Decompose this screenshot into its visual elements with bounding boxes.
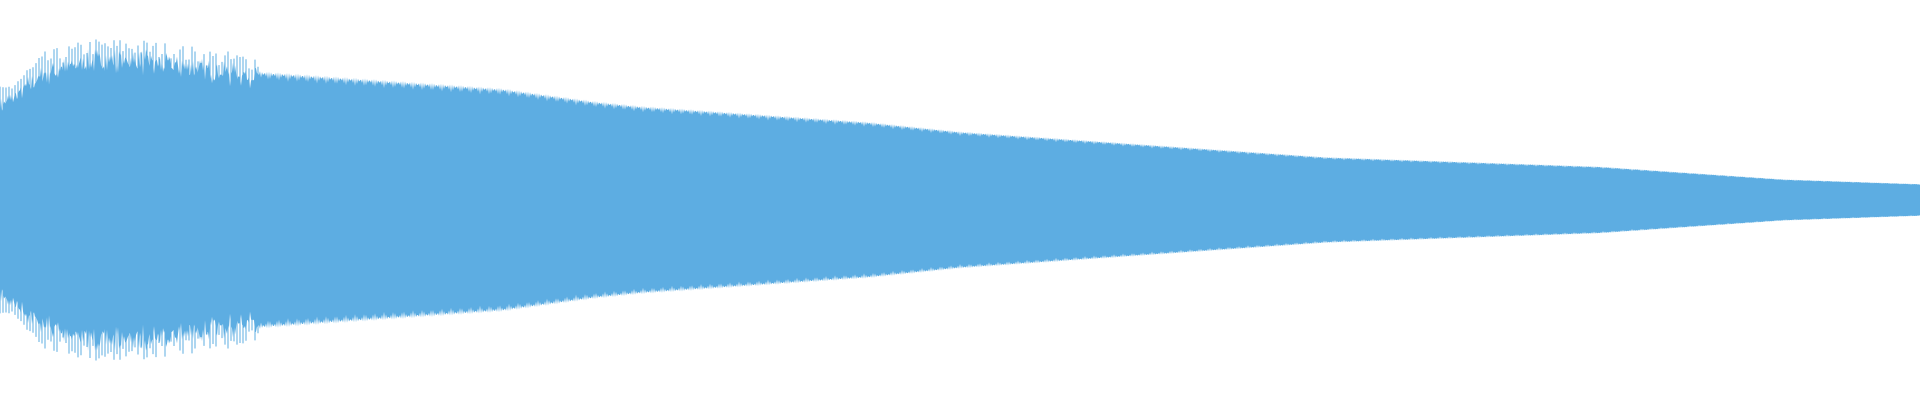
waveform-transient-spikes	[0, 39, 259, 361]
waveform-body	[0, 48, 1920, 352]
